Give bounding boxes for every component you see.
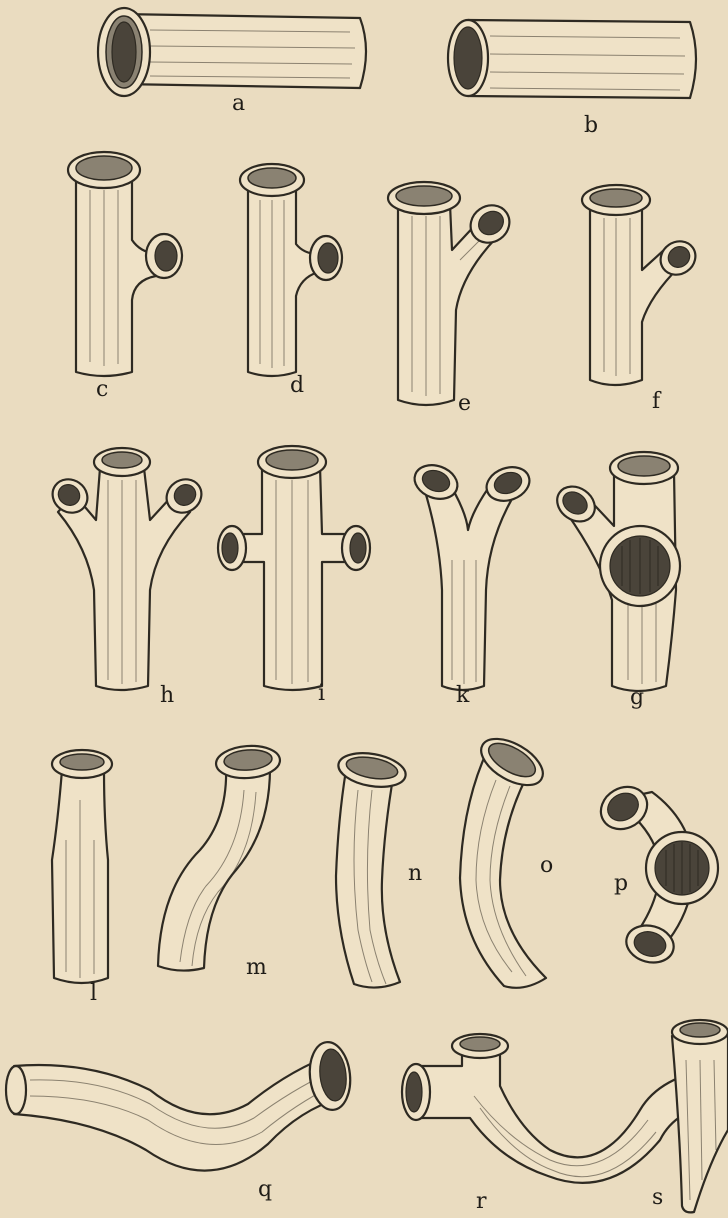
label-c: c — [96, 377, 108, 402]
label-k: k — [456, 683, 470, 708]
fitting-b: b — [448, 20, 696, 138]
label-s: s — [652, 1185, 663, 1210]
fitting-a: a — [98, 8, 366, 116]
fitting-d: d — [240, 164, 342, 398]
label-a: a — [232, 91, 245, 116]
label-l: l — [90, 981, 97, 1006]
label-m: m — [246, 955, 267, 980]
label-o: o — [540, 853, 553, 878]
label-b: b — [584, 113, 598, 138]
fitting-g: g — [550, 452, 680, 710]
label-f: f — [652, 389, 662, 414]
fitting-n: n — [336, 748, 422, 987]
label-d: d — [290, 373, 304, 398]
fitting-q: q — [6, 1040, 353, 1202]
fitting-h: h — [46, 448, 208, 708]
label-n: n — [408, 861, 422, 886]
fitting-k: k — [410, 459, 534, 708]
label-p: p — [614, 871, 628, 896]
fitting-m: m — [158, 744, 281, 980]
fitting-l: l — [52, 750, 112, 1006]
fitting-i: i — [218, 446, 370, 706]
fitting-p: p — [593, 779, 718, 968]
label-e: e — [458, 391, 471, 416]
label-r: r — [476, 1189, 487, 1214]
label-g: g — [630, 685, 644, 710]
label-i: i — [318, 681, 325, 706]
fitting-f: f — [582, 185, 702, 414]
label-q: q — [258, 1177, 272, 1202]
label-h: h — [160, 683, 174, 708]
fitting-c: c — [68, 152, 182, 402]
fitting-o: o — [460, 729, 553, 987]
fitting-e: e — [388, 182, 517, 416]
